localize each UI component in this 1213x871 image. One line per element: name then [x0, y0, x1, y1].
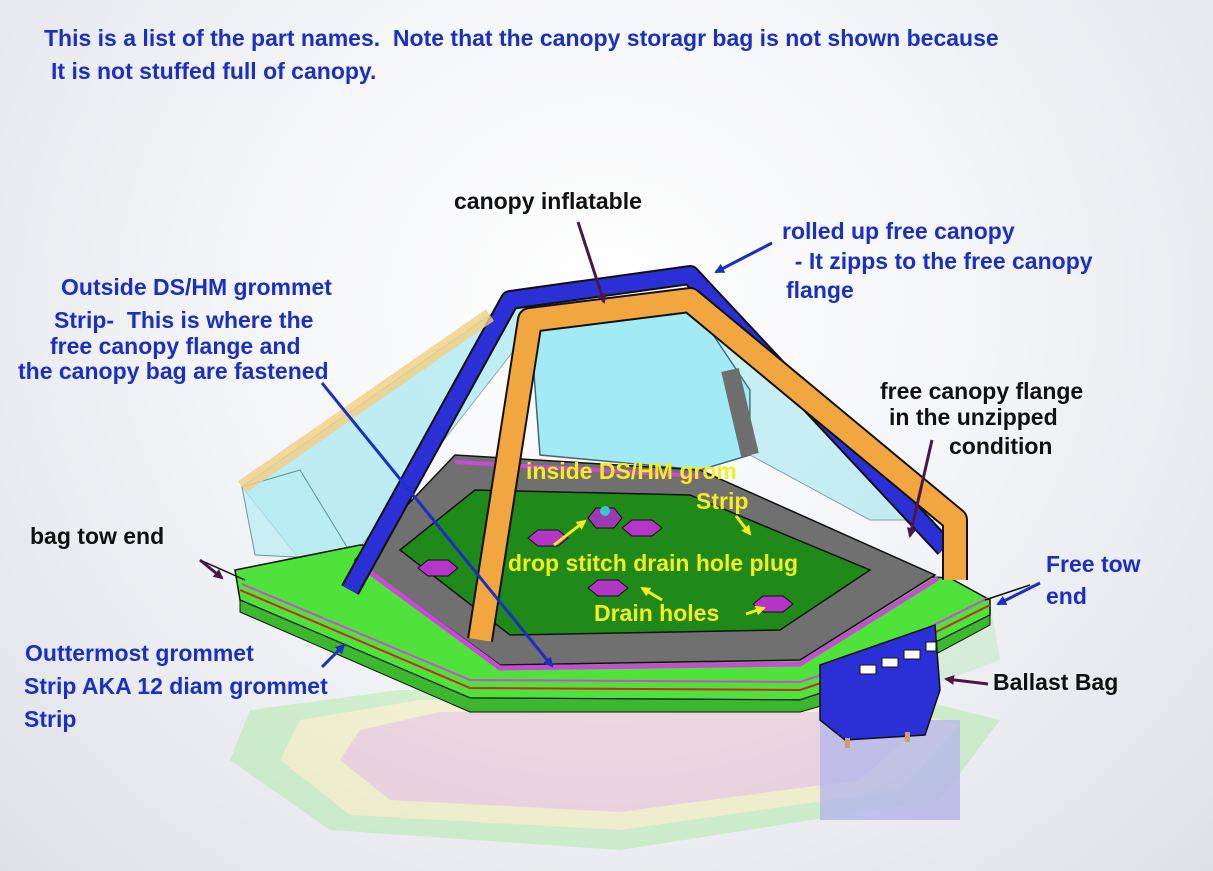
free-tow-line	[984, 584, 1031, 601]
label-free-flange-line-2: in the unzipped	[889, 404, 1058, 430]
label-outside-line-1: Outside DS/HM grommet	[61, 274, 332, 300]
label-free-flange-line-3: condition	[949, 433, 1053, 459]
arrow-drain-holes-b	[745, 605, 766, 616]
label-free-flange-line-1: free canopy flange	[880, 378, 1084, 404]
arrow-outside-grommet	[320, 382, 554, 668]
label-outtermost-line-3: Strip	[24, 706, 77, 732]
label-rolled-up-line-3: flange	[786, 277, 854, 303]
label-inside-line-2: Strip	[696, 488, 749, 514]
arrow-outtermost	[320, 643, 346, 669]
arrow-canopy-inflatable	[576, 221, 607, 304]
arrow-free-flange	[906, 439, 934, 538]
arch-tubes	[238, 265, 968, 643]
arrow-drain-holes-a	[640, 586, 663, 602]
label-outside-line-3: free canopy flange and	[50, 333, 301, 359]
label-rolled-up-line-1: rolled up free canopy	[782, 218, 1015, 244]
label-outtermost-line-1: Outtermost grommet	[25, 640, 254, 666]
label-outside-line-4: the canopy bag are fastened	[18, 358, 329, 384]
label-drain-holes: Drain holes	[594, 600, 720, 626]
arrow-free-tow-end	[996, 581, 1041, 606]
ballast-bag	[819, 623, 941, 748]
label-free-tow-line-2: end	[1046, 583, 1087, 609]
label-canopy-inflatable: canopy inflatable	[454, 188, 642, 214]
label-outtermost-line-2: Strip AKA 12 diam grommet	[24, 673, 328, 699]
arrow-rolled-up	[714, 241, 773, 274]
label-free-tow-line-1: Free tow	[1046, 551, 1141, 577]
label-bag-tow-end: bag tow end	[30, 523, 165, 549]
arrow-drop-stitch	[553, 519, 587, 547]
header-line-2: It is not stuffed full of canopy.	[51, 58, 377, 84]
label-ballast-bag: Ballast Bag	[993, 669, 1119, 695]
label-rolled-up-line-2: - It zipps to the free canopy	[782, 248, 1093, 274]
arrow-inside-strip	[734, 515, 752, 536]
label-drop-stitch: drop stitch drain hole plug	[508, 550, 799, 576]
label-inside-line-1: inside DS/HM grom	[526, 458, 737, 484]
arrow-ballast-bag	[944, 674, 989, 686]
label-outside-line-2: Strip- This is where the	[54, 307, 314, 333]
header-line-1: This is a list of the part names. Note t…	[44, 25, 999, 51]
arrow-bag-tow-end	[199, 558, 224, 580]
